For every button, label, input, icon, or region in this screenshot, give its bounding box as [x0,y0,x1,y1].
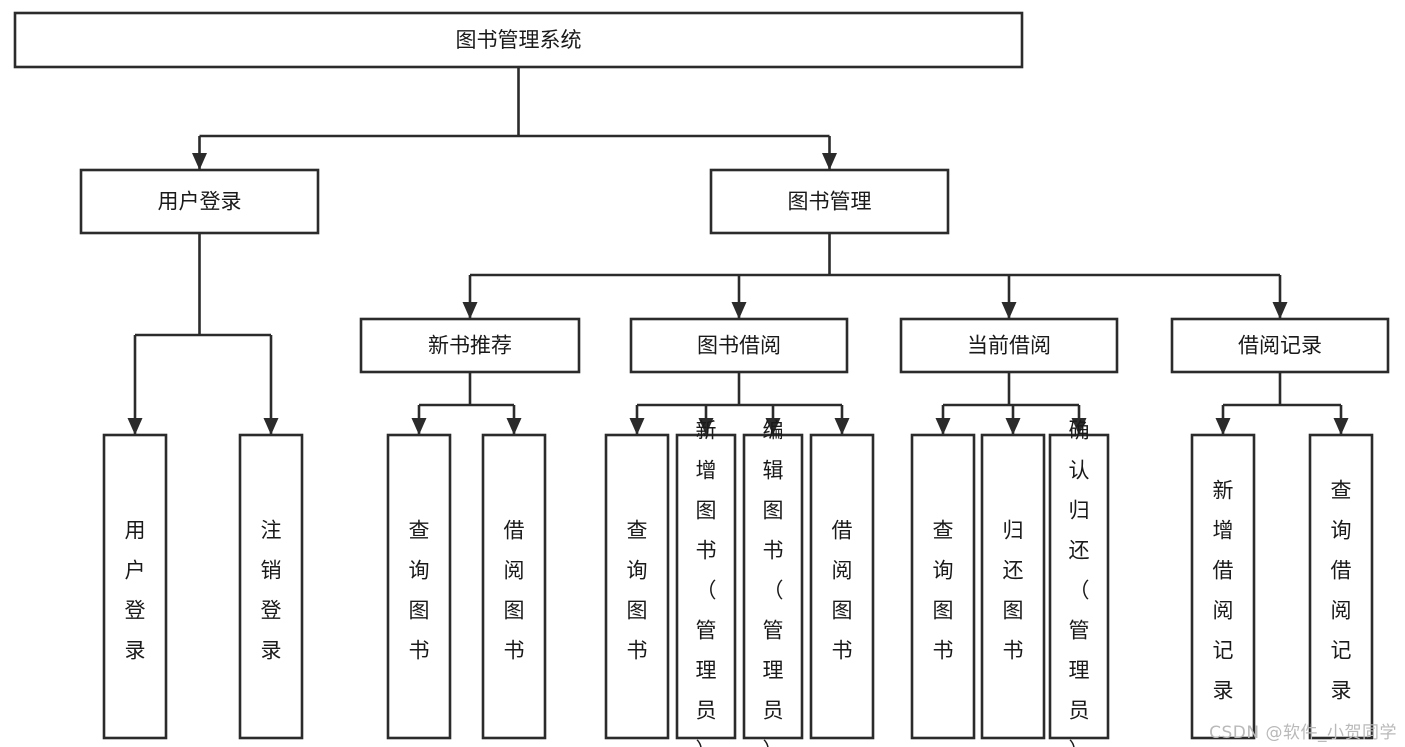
arrow-head-icon [263,418,279,435]
node-user-login[interactable]: 用户登录 [79,168,320,235]
node-leaf-user-login[interactable]: 用户登录 [102,433,168,740]
node-label-borrow-record: 借阅记录 [1238,334,1322,358]
arrow-head-icon [1071,418,1087,435]
node-label-leaf-confirm-return-admin: 确认归还（管理员） [1069,419,1090,747]
node-label-book-manage: 图书管理 [788,190,872,214]
nodes-layer: 图书管理系统用户登录图书管理新书推荐图书借阅当前借阅借阅记录用户登录注销登录查询… [13,11,1390,747]
node-box-book-borrow [629,317,849,374]
node-box-leaf-user-logout [238,433,304,740]
arrow-head-icon [765,418,781,435]
node-leaf-query-book-1[interactable]: 查询图书 [386,433,452,740]
node-box-root [13,11,1024,69]
node-box-leaf-user-login [102,433,168,740]
arrow-head-icon [1215,418,1231,435]
node-box-leaf-edit-book-admin [742,433,804,740]
node-box-user-login [79,168,320,235]
node-leaf-edit-book-admin[interactable]: 编辑图书（管理员） [742,419,804,747]
node-label-leaf-user-logout: 注销登录 [261,519,282,663]
node-leaf-query-book-3[interactable]: 查询图书 [910,433,976,740]
node-leaf-add-borrow-record[interactable]: 新增借阅记录 [1190,433,1256,740]
node-leaf-borrow-book-1[interactable]: 借阅图书 [481,433,547,740]
node-leaf-return-book[interactable]: 归还图书 [980,433,1046,740]
node-box-current-borrow [899,317,1119,374]
node-label-leaf-query-borrow-record: 查询借阅记录 [1331,479,1352,703]
node-label-leaf-borrow-book-2: 借阅图书 [832,519,853,663]
node-label-leaf-user-login: 用户登录 [125,519,146,663]
node-box-leaf-borrow-book-1 [481,433,547,740]
node-box-leaf-add-book-admin [675,433,737,740]
arrow-head-icon [822,153,837,170]
arrow-head-icon [192,153,207,170]
node-new-book-recommend[interactable]: 新书推荐 [359,317,581,374]
node-label-leaf-query-book-3: 查询图书 [933,519,954,663]
node-box-leaf-return-book [980,433,1046,740]
node-leaf-add-book-admin[interactable]: 新增图书（管理员） [675,419,737,747]
node-label-book-borrow: 图书借阅 [697,334,781,358]
node-current-borrow[interactable]: 当前借阅 [899,317,1119,374]
connectors-layer [127,67,1349,435]
node-label-new-book-recommend: 新书推荐 [428,334,512,358]
node-box-leaf-query-borrow-record [1308,433,1374,740]
node-label-root: 图书管理系统 [456,28,582,52]
node-box-leaf-add-borrow-record [1190,433,1256,740]
node-box-leaf-query-book-2 [604,433,670,740]
node-box-leaf-confirm-return-admin [1048,433,1110,740]
node-leaf-query-borrow-record[interactable]: 查询借阅记录 [1308,433,1374,740]
node-box-new-book-recommend [359,317,581,374]
arrow-head-icon [506,418,522,435]
node-label-leaf-add-book-admin: 新增图书（管理员） [696,419,717,747]
arrow-head-icon [935,418,951,435]
node-label-leaf-edit-book-admin: 编辑图书（管理员） [763,419,784,747]
node-box-leaf-borrow-book-2 [809,433,875,740]
node-leaf-user-logout[interactable]: 注销登录 [238,433,304,740]
node-label-leaf-query-book-2: 查询图书 [627,519,648,663]
node-label-leaf-add-borrow-record: 新增借阅记录 [1213,479,1234,703]
arrow-head-icon [411,418,427,435]
node-book-borrow[interactable]: 图书借阅 [629,317,849,374]
node-leaf-borrow-book-2[interactable]: 借阅图书 [809,433,875,740]
arrow-head-icon [698,418,714,435]
node-label-leaf-query-book-1: 查询图书 [409,519,430,663]
node-box-leaf-query-book-3 [910,433,976,740]
node-leaf-confirm-return-admin[interactable]: 确认归还（管理员） [1048,419,1110,747]
node-leaf-query-book-2[interactable]: 查询图书 [604,433,670,740]
node-box-borrow-record [1170,317,1390,374]
arrow-head-icon [1333,418,1349,435]
arrow-head-icon [1001,302,1017,319]
node-label-leaf-return-book: 归还图书 [1003,519,1024,663]
arrow-head-icon [1272,302,1288,319]
arrow-head-icon [731,302,747,319]
node-borrow-record[interactable]: 借阅记录 [1170,317,1390,374]
csdn-watermark: CSDN @软件_小贺同学 [1209,723,1397,743]
node-label-user-login: 用户登录 [158,190,242,214]
arrow-head-icon [127,418,143,435]
arrow-head-icon [462,302,478,319]
node-box-book-manage [709,168,950,235]
node-label-current-borrow: 当前借阅 [967,334,1051,358]
arrow-head-icon [834,418,850,435]
node-label-leaf-borrow-book-1: 借阅图书 [504,519,525,663]
arrow-head-icon [629,418,645,435]
node-book-manage[interactable]: 图书管理 [709,168,950,235]
node-root[interactable]: 图书管理系统 [13,11,1024,69]
node-box-leaf-query-book-1 [386,433,452,740]
arrow-head-icon [1005,418,1021,435]
